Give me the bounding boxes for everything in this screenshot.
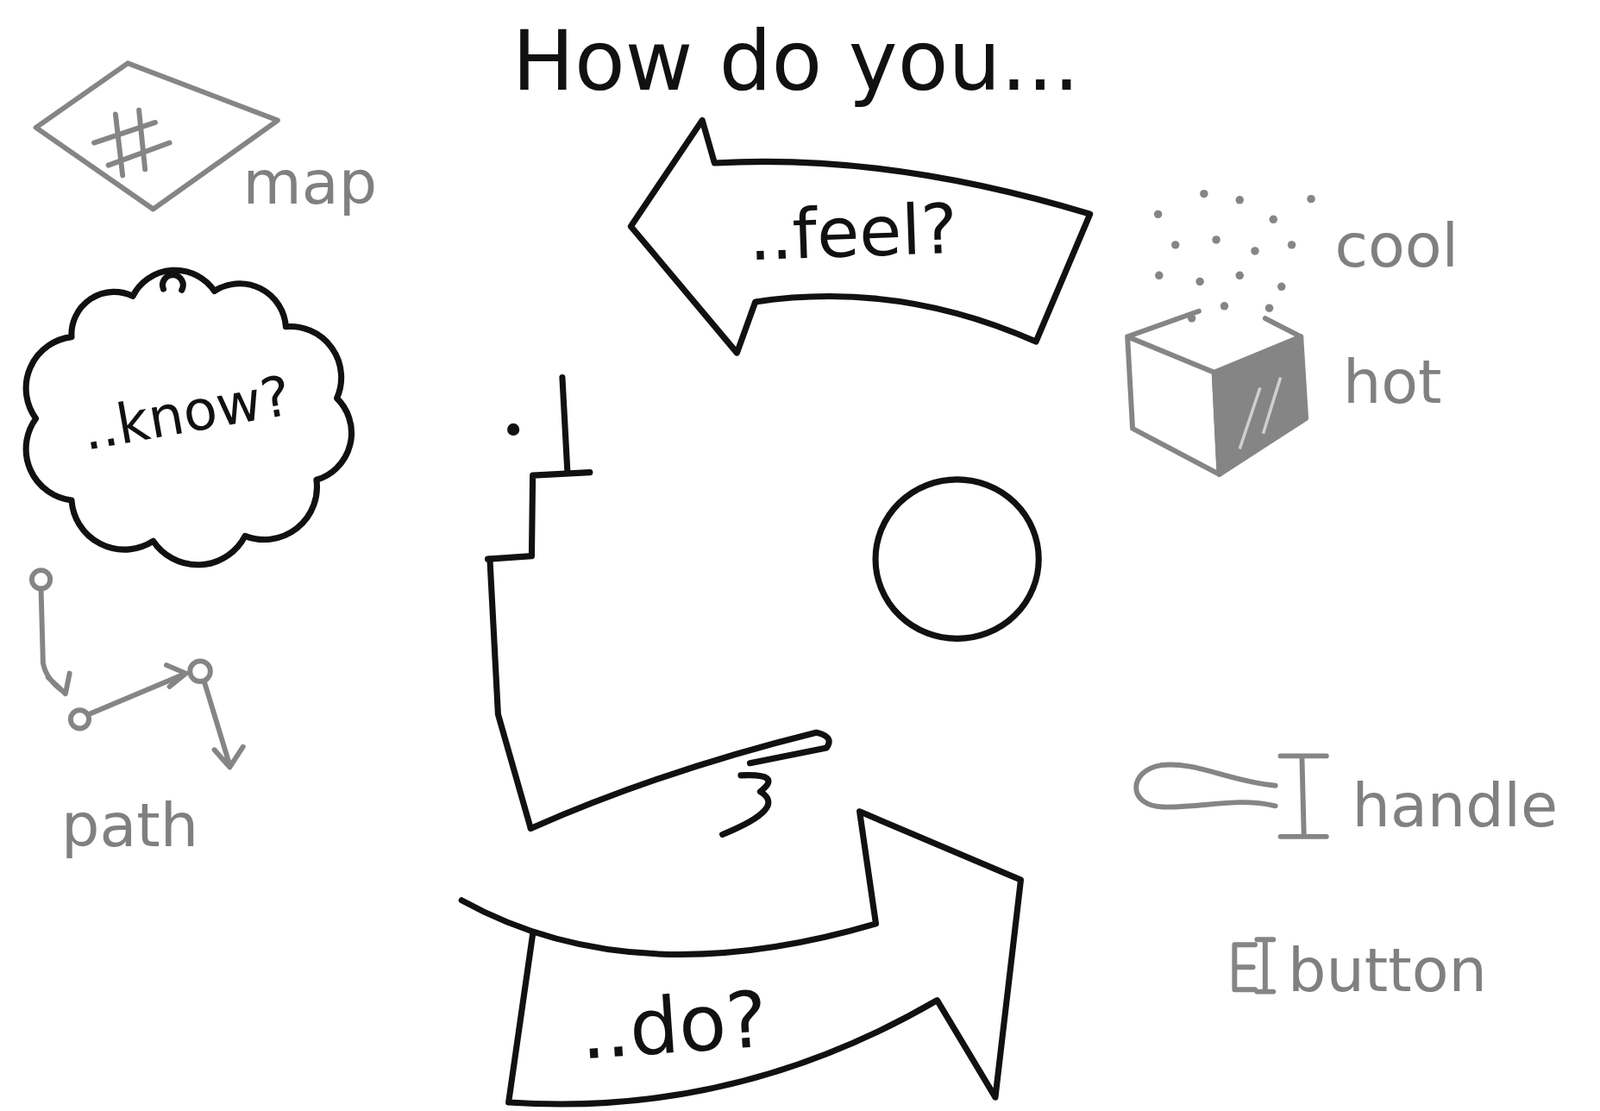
- node-text: ..feel?: [747, 194, 960, 271]
- head-outline: [489, 558, 531, 829]
- map-icon: [94, 110, 170, 176]
- grey-label: path: [61, 795, 199, 856]
- grey-label: map: [243, 152, 378, 214]
- node-outline: [449, 801, 1031, 1111]
- node-outline: [162, 274, 183, 290]
- handle-icon: [1135, 764, 1275, 807]
- path-icon: [70, 709, 89, 728]
- grey-label: button: [1287, 940, 1488, 1001]
- path-icon: [31, 570, 51, 589]
- thought-cloud: ..know?: [10, 255, 358, 572]
- steam-dots: [1154, 189, 1316, 323]
- path-icon: [41, 588, 70, 694]
- button-icon: [1234, 944, 1255, 990]
- path-icon: [88, 665, 186, 715]
- eye-dot: [507, 423, 520, 436]
- hot-box-face: [1214, 336, 1306, 475]
- head-outline: [562, 377, 568, 472]
- hot-box: [1127, 311, 1301, 475]
- path-icon: [204, 681, 244, 767]
- node-text: ..do?: [577, 979, 770, 1071]
- mouth-squiggle: [722, 775, 769, 835]
- map-icon: [36, 62, 278, 209]
- node-outline: [630, 120, 1090, 354]
- hot-box-hatch: [1239, 377, 1280, 450]
- diagram-title: How do you...: [512, 19, 1080, 103]
- node-outline: [25, 269, 352, 565]
- head-outline: [530, 732, 829, 829]
- button-icon: [1256, 939, 1274, 992]
- grey-label: cool: [1334, 215, 1459, 277]
- grey-label: hot: [1342, 351, 1443, 413]
- arrow-band: ..do?: [449, 801, 1031, 1111]
- arrow-band: ..feel?: [617, 106, 1103, 368]
- grey-label: handle: [1352, 775, 1559, 836]
- ear-circle: [875, 479, 1039, 640]
- handle-icon: [1280, 755, 1327, 836]
- head-outline: [488, 472, 590, 560]
- node-outline: [461, 811, 1021, 1105]
- node-text: ..know?: [78, 367, 295, 459]
- path-icon: [189, 660, 211, 682]
